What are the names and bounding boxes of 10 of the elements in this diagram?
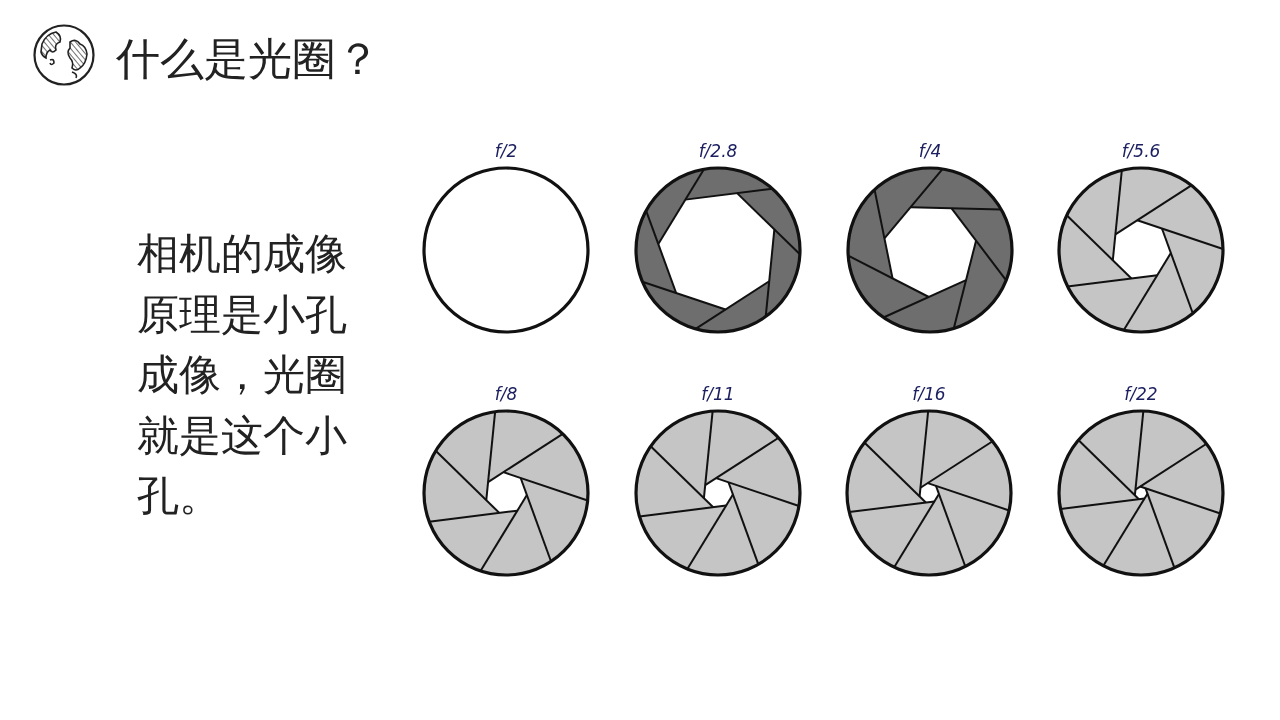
- f-number-label: f/16: [912, 384, 946, 404]
- f-number-label: f/4: [918, 141, 942, 161]
- f-number-label: f/5.6: [1121, 141, 1161, 161]
- f-number-label: f/22: [1124, 384, 1158, 404]
- body-text: 相机的成像原理是小孔成像，光圈就是这个小孔。: [137, 230, 348, 521]
- f-number-label: f/8: [494, 384, 518, 404]
- f-number-label: f/2.8: [698, 141, 738, 161]
- f-number-label: f/11: [701, 384, 735, 404]
- slide-title: 什么是光圈？: [116, 34, 380, 86]
- f-number-label: f/2: [494, 141, 518, 161]
